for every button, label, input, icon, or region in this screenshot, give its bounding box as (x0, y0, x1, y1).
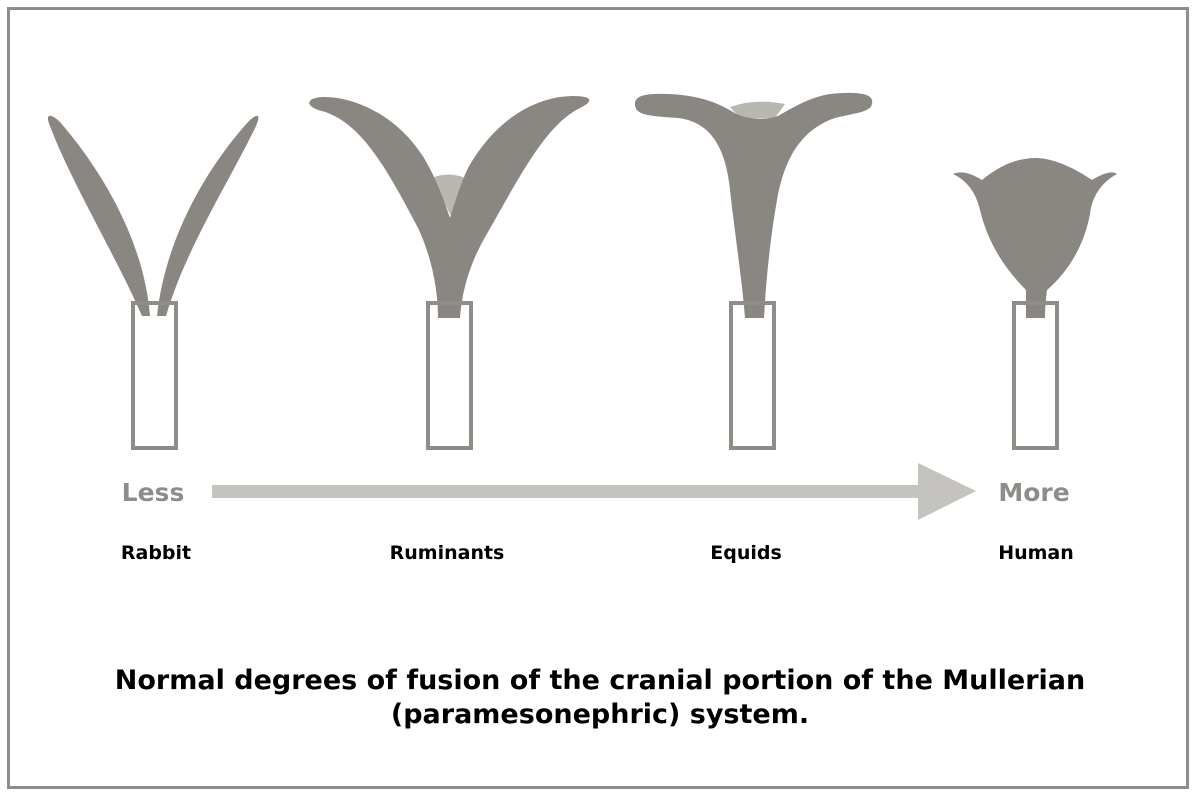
rabbit-uterus (47, 115, 259, 450)
ruminants-uterus (309, 96, 590, 450)
ruminants-vagina (426, 301, 473, 450)
species-label-human: Human (998, 542, 1074, 564)
rabbit-right-horn (157, 115, 259, 316)
human-uterine-body (953, 158, 1117, 318)
ruminants-uterine-body (309, 96, 590, 318)
equids-uterus (634, 92, 873, 450)
species-label-equids: Equids (710, 542, 782, 564)
human-vagina (1012, 301, 1059, 450)
rabbit-vagina (131, 301, 178, 450)
human-uterus (953, 158, 1117, 450)
rabbit-left-horn (47, 115, 150, 316)
more-label: More (998, 478, 1069, 507)
equids-vagina (729, 301, 776, 450)
species-label-ruminants: Ruminants (390, 542, 505, 564)
fusion-degree-arrow (212, 463, 976, 520)
equids-uterine-body (634, 92, 873, 318)
ruminants-intercornual-fold (432, 174, 470, 218)
species-label-rabbit: Rabbit (121, 542, 191, 564)
figure-border (7, 7, 1189, 789)
less-label: Less (122, 478, 185, 507)
caption-line-2: (paramesonephric) system. (390, 699, 810, 730)
caption-line-1: Normal degrees of fusion of the cranial … (114, 665, 1086, 696)
equids-intercornual-fold (730, 101, 785, 118)
figure-caption: Normal degrees of fusion of the cranial … (0, 664, 1200, 732)
